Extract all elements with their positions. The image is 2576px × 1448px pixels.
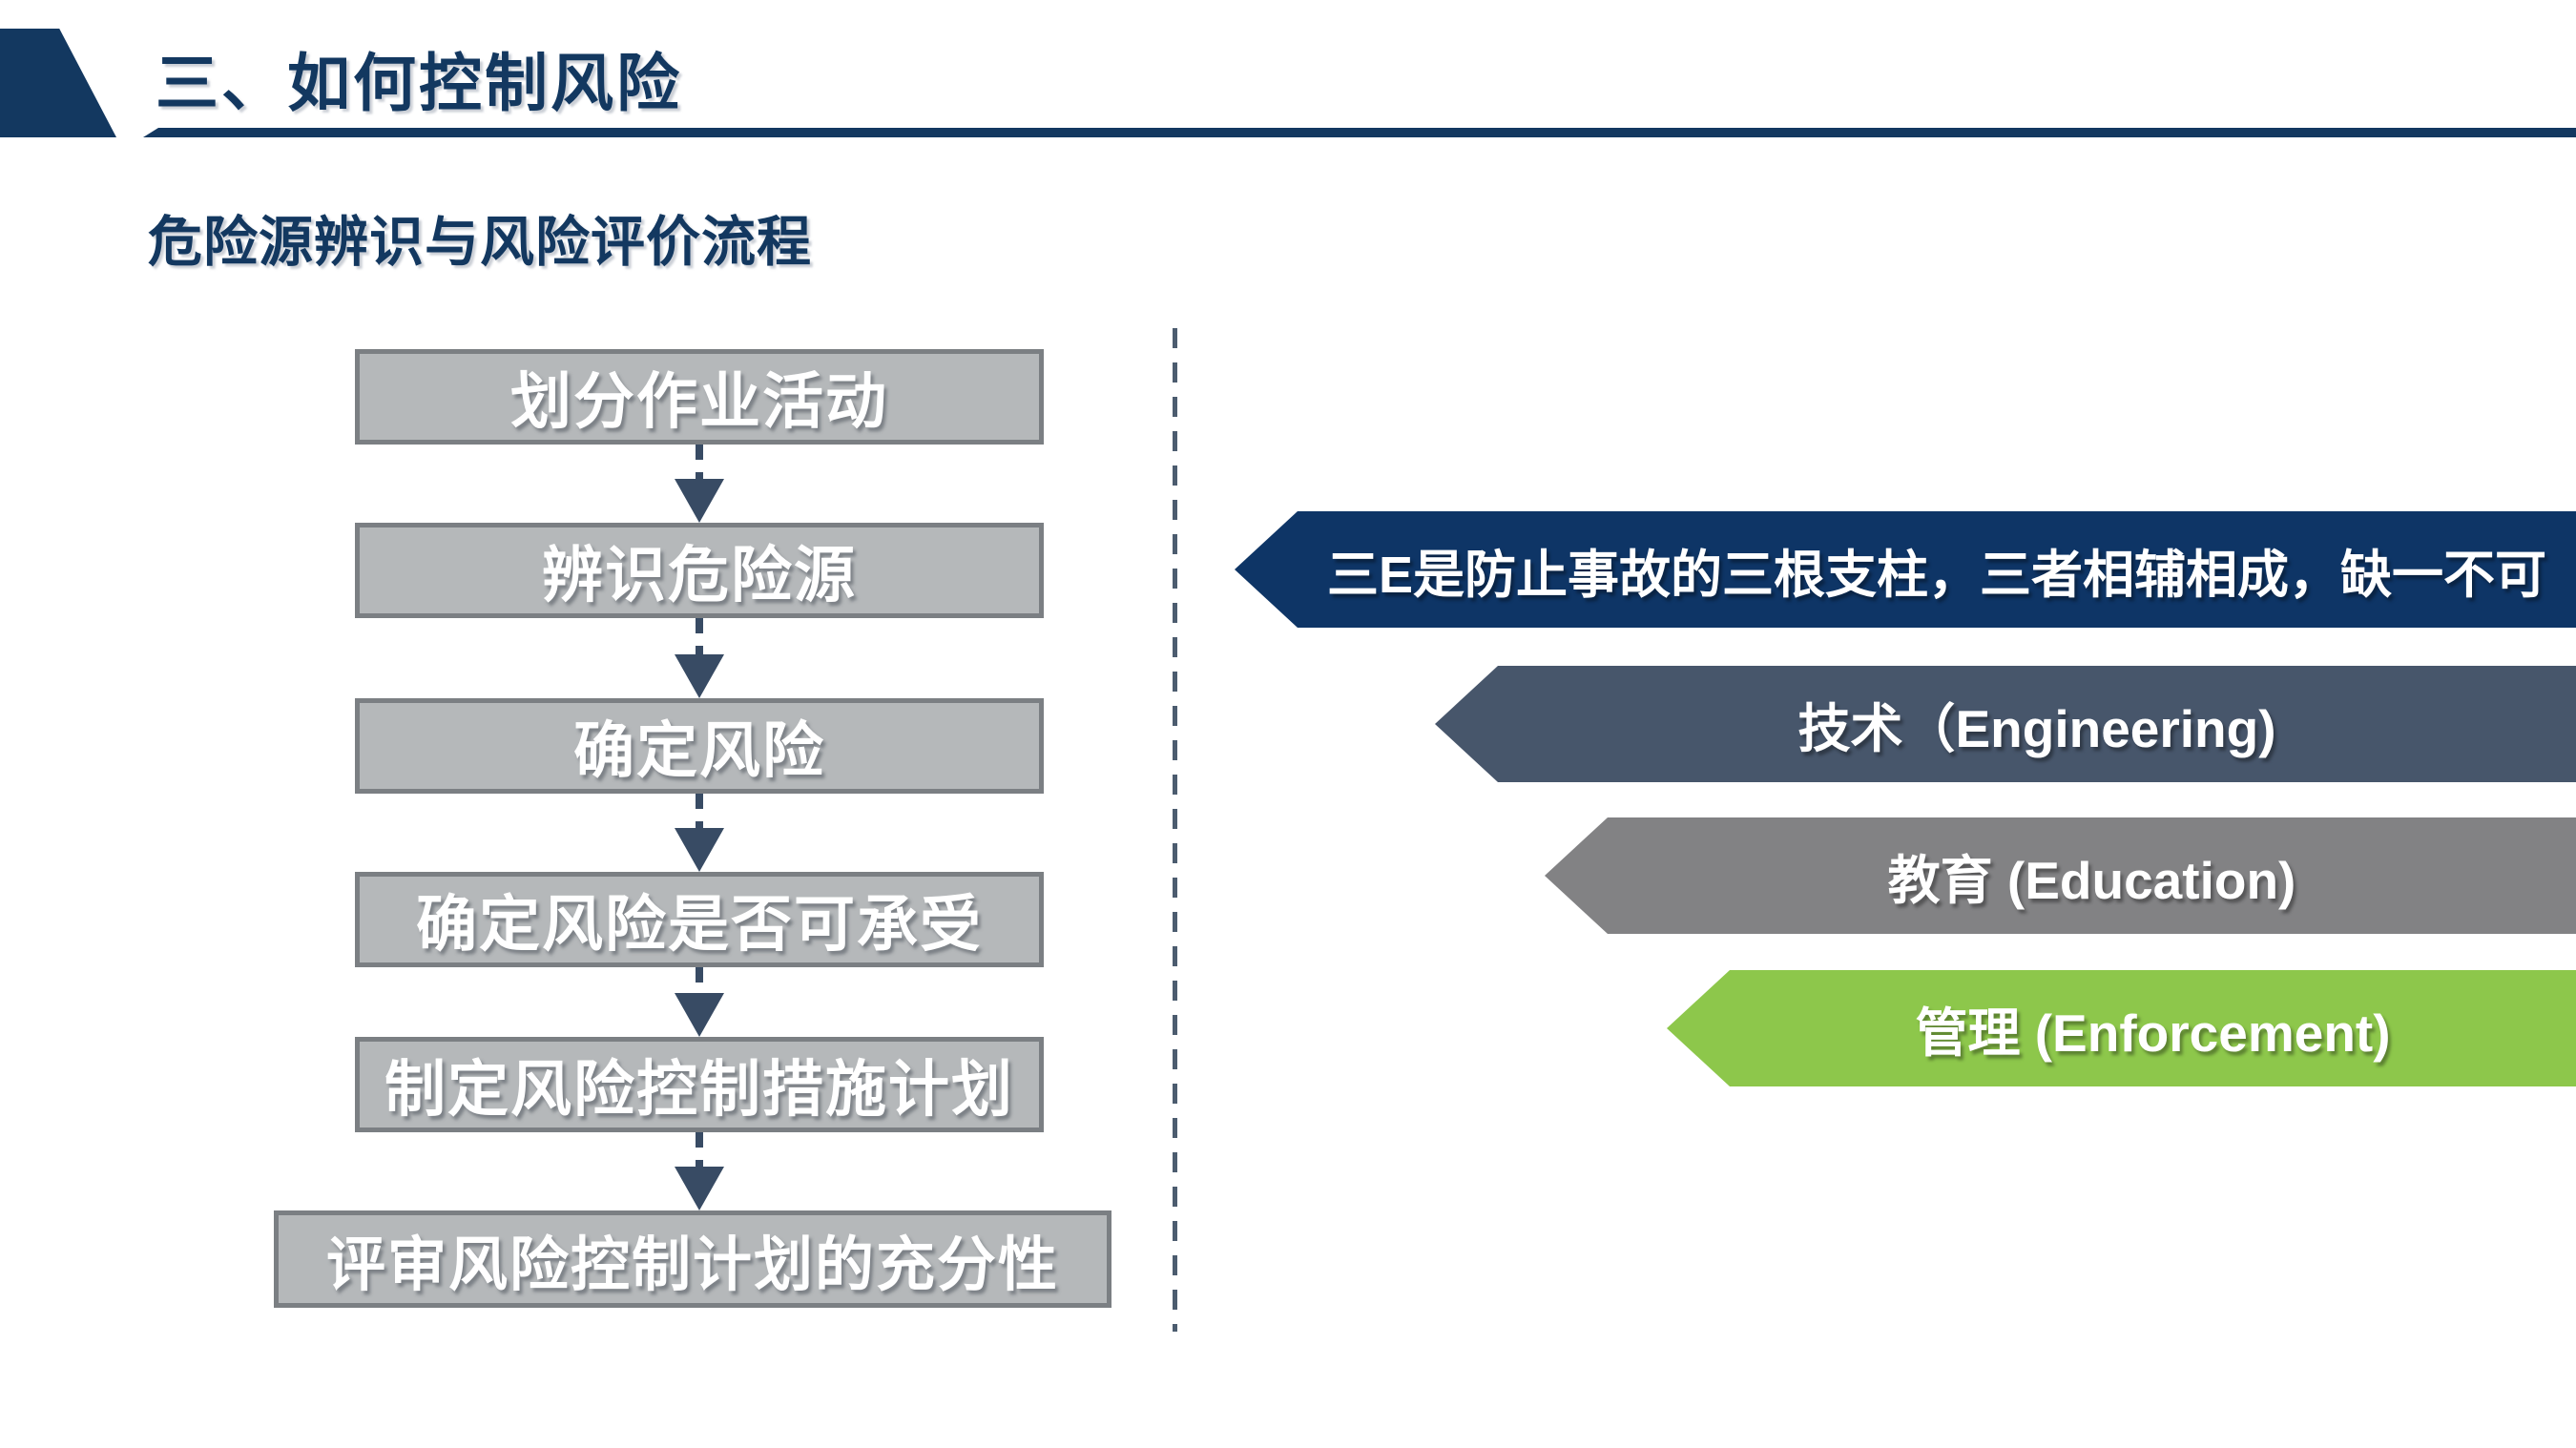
banner-education: 教育 (Education): [1545, 817, 2576, 934]
arrow-stem: [696, 445, 703, 479]
arrow-head-icon: [675, 828, 724, 872]
flow-arrow-down-icon: [675, 618, 724, 698]
flow-step-identify-hazards: 辨识危险源: [355, 523, 1044, 618]
arrow-head-icon: [675, 654, 724, 698]
flow-step-determine-risk: 确定风险: [355, 698, 1044, 794]
banner-engineering: 技术（Engineering): [1435, 666, 2576, 782]
flow-step-risk-acceptable: 确定风险是否可承受: [355, 872, 1044, 967]
corner-trapezoid-decoration: [0, 29, 116, 137]
title-underline: [143, 128, 2576, 137]
flow-step-review-adequacy: 评审风险控制计划的充分性: [274, 1210, 1111, 1308]
arrow-head-icon: [675, 1167, 724, 1210]
page-title: 三、如何控制风险: [156, 48, 682, 118]
three-e-headline-banner: 三E是防止事故的三根支柱，三者相辅相成，缺一不可: [1235, 511, 2576, 628]
arrow-head-icon: [675, 479, 724, 523]
arrow-head-icon: [675, 993, 724, 1037]
flow-arrow-down-icon: [675, 967, 724, 1037]
section-subtitle: 危险源辨识与风险评价流程: [148, 212, 812, 273]
arrow-stem: [696, 1132, 703, 1167]
vertical-dashed-divider: [1173, 328, 1177, 1332]
arrow-stem: [696, 967, 703, 993]
flow-step-control-plan: 制定风险控制措施计划: [355, 1037, 1044, 1132]
flow-arrow-down-icon: [675, 1132, 724, 1210]
flow-arrow-down-icon: [675, 445, 724, 523]
flow-step-divide-activities: 划分作业活动: [355, 349, 1044, 445]
arrow-stem: [696, 794, 703, 828]
arrow-stem: [696, 618, 703, 654]
banner-enforcement: 管理 (Enforcement): [1667, 970, 2576, 1086]
flow-arrow-down-icon: [675, 794, 724, 872]
